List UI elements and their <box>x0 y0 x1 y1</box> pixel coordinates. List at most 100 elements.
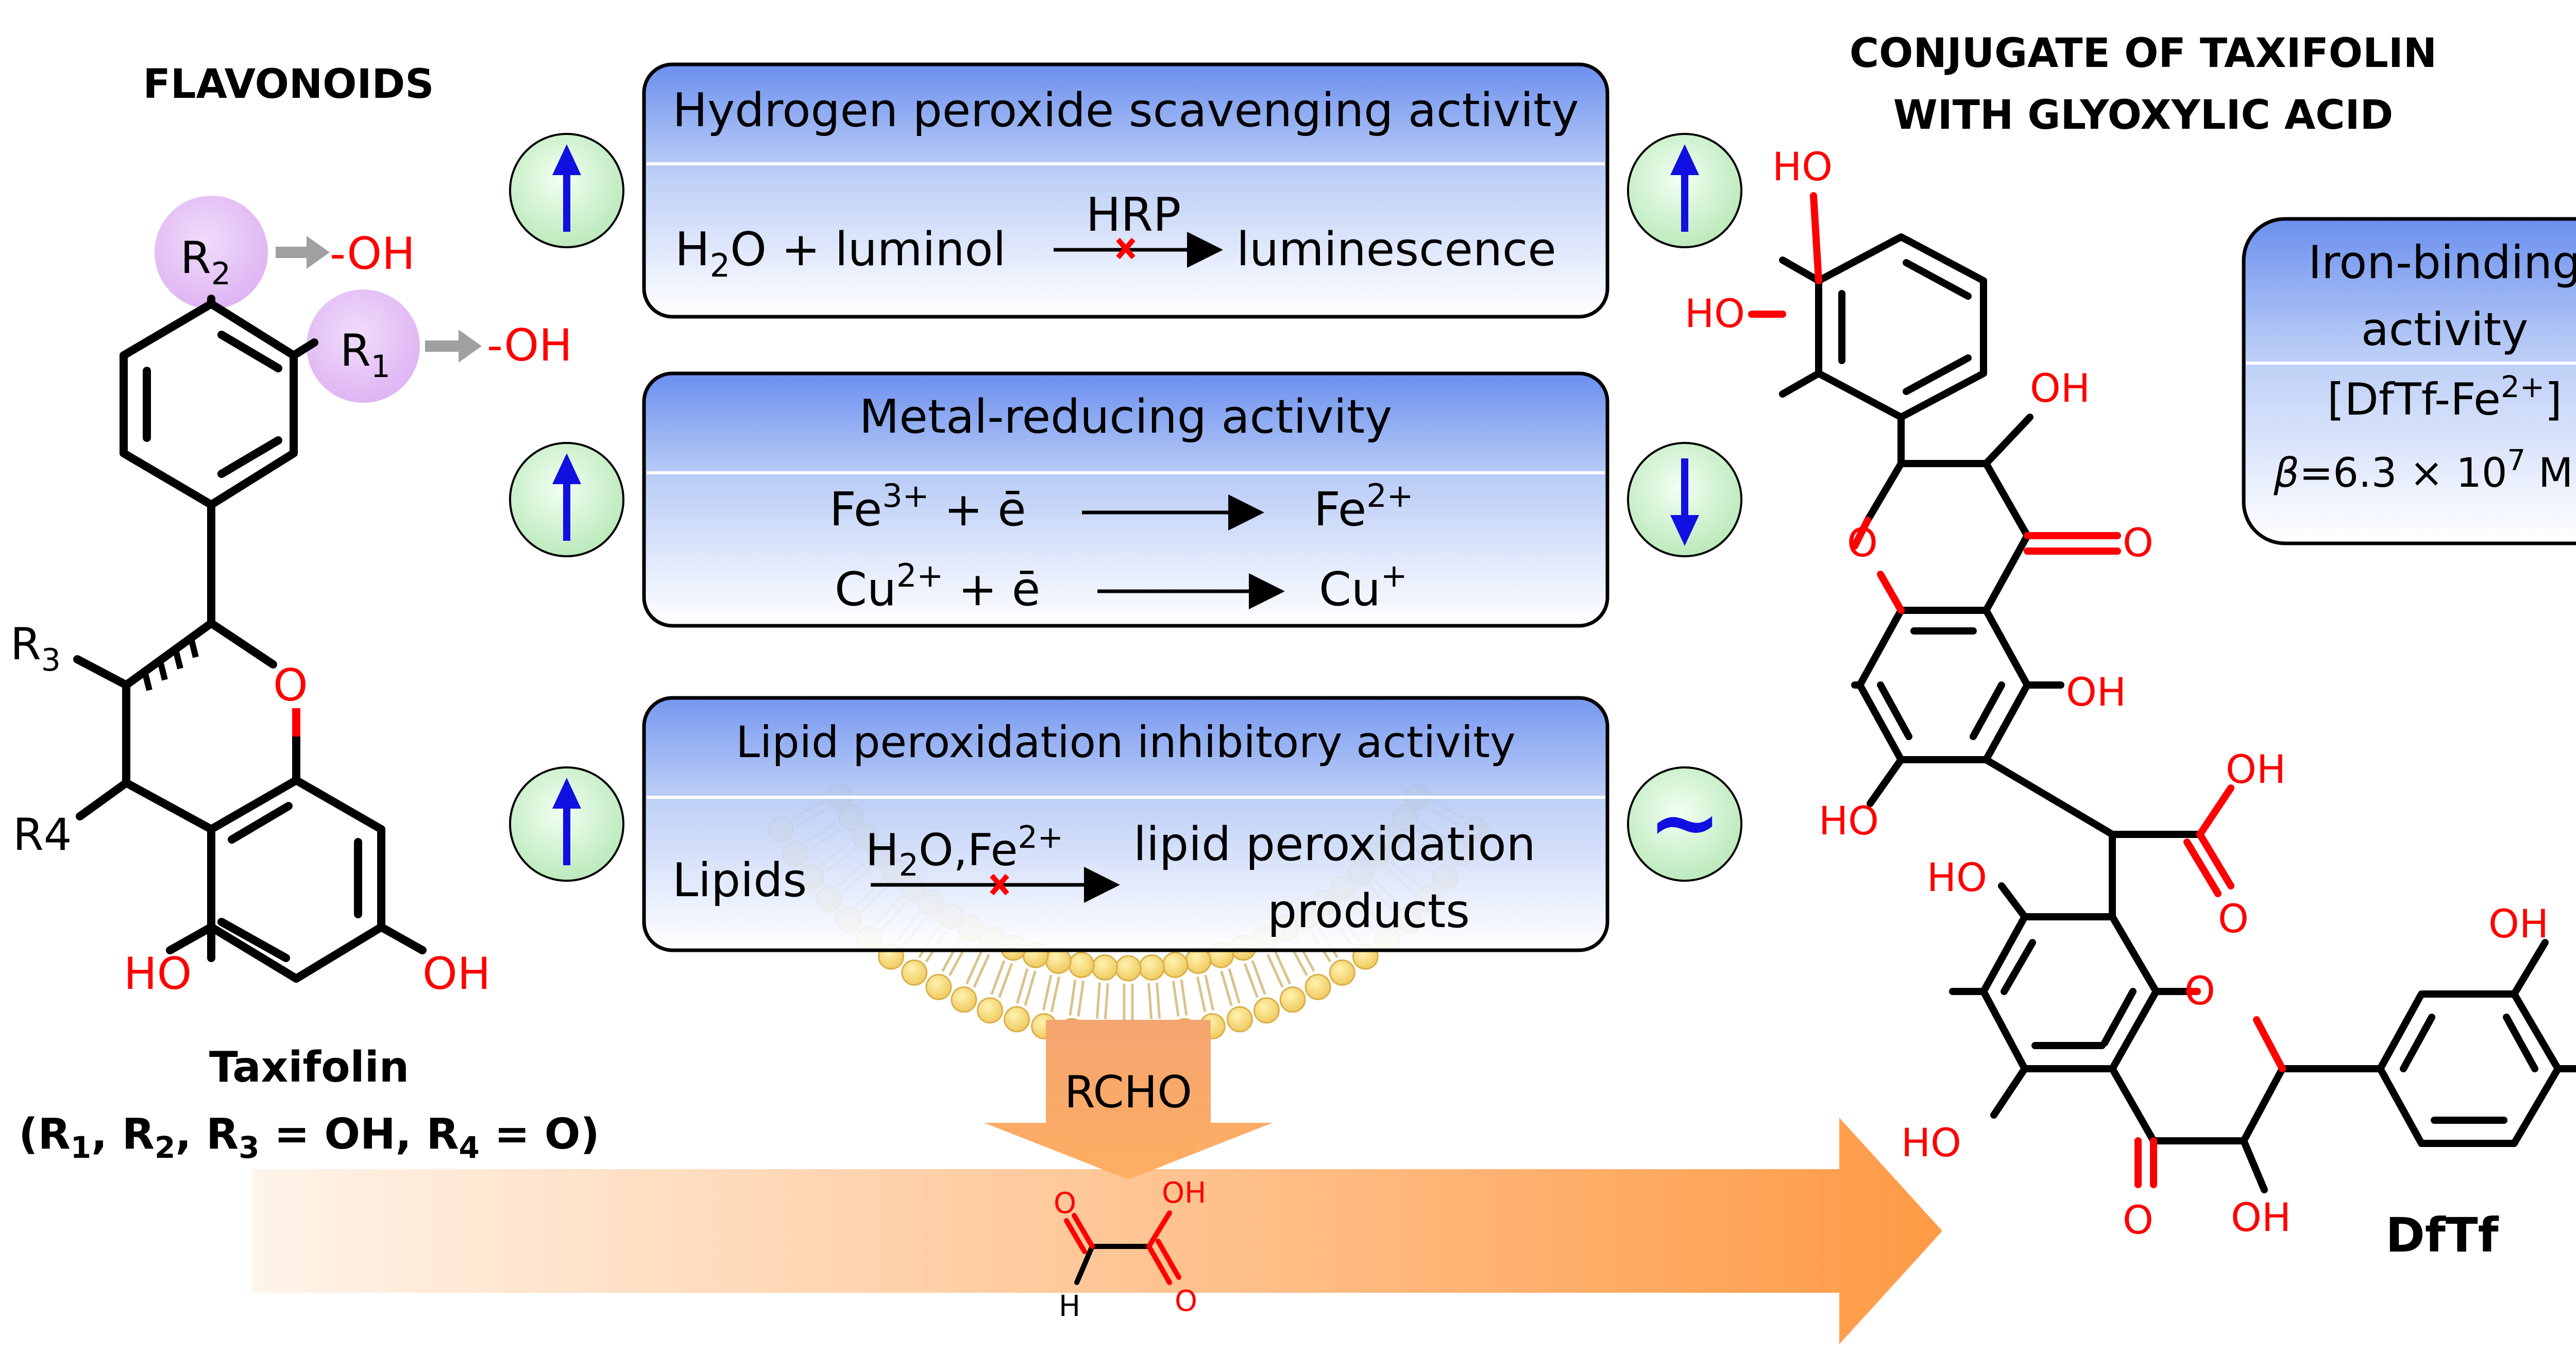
metal-box-title: Metal-reducing activity <box>859 390 1393 444</box>
lipid-head <box>1115 955 1142 982</box>
oh-7: OH <box>422 948 490 1000</box>
lipid-peroxidation-box: Lipid peroxidation inhibitory activity L… <box>642 696 1609 952</box>
dftf-o-ketone-upper: O <box>2123 520 2154 566</box>
lipid-tail <box>1147 983 1153 1019</box>
lipid-tail <box>1095 982 1101 1019</box>
lipid-tail <box>1077 980 1085 1017</box>
dftf-o-ketone-lower: O <box>2123 1197 2154 1243</box>
lipid-head <box>951 986 977 1013</box>
r1-to-oh-arrow <box>425 330 482 363</box>
glyoxylic-o-acid: O <box>1175 1285 1197 1318</box>
glyoxylic-h: H <box>1059 1290 1080 1323</box>
cu-reaction-right: Cu+ <box>1319 557 1408 617</box>
metal-reducing-box: Metal-reducing activity Fe3+ + ē Fe2+ Cu… <box>642 371 1609 628</box>
dftf-ho-7-lower: HO <box>1927 854 1987 900</box>
approx-icon: ~ <box>1648 772 1721 874</box>
indicator-left-2 <box>509 442 624 557</box>
lipid-tail <box>1228 968 1241 1004</box>
lipid-head <box>1068 952 1095 979</box>
dftf-oh-catechol1: OH <box>2488 901 2549 947</box>
r2-oh-label: -OH <box>330 228 415 280</box>
fe-reaction-left: Fe3+ + ē <box>829 477 1026 537</box>
flavonoid-structure <box>73 295 427 983</box>
conjugate-heading-line2: WITH GLYOXYLIC ACID <box>1893 92 2394 139</box>
dftf-o-ring-upper: O <box>1847 520 1878 566</box>
lipid-head <box>1226 1006 1253 1033</box>
lipid-head <box>1091 954 1118 981</box>
h2o2-inhibition-cross <box>1116 237 1136 260</box>
dftf-ho-top2: HO <box>1685 290 1745 336</box>
r1-label: R1 <box>340 325 391 385</box>
r2-to-oh-arrow <box>276 236 330 269</box>
ho-5: HO <box>124 948 192 1000</box>
lipid-head <box>1185 947 1212 974</box>
glyoxylic-acid-structure <box>1064 1210 1181 1285</box>
lipid-tail <box>1243 963 1259 998</box>
lipid-product-line2: products <box>1267 884 1470 938</box>
dftf-cooh-oh: OH <box>2226 746 2286 792</box>
h2o2-box-title: Hydrogen peroxide scavenging activity <box>672 83 1579 138</box>
taxifolin-name: Taxifolin <box>209 1043 409 1092</box>
lipid-head <box>1279 986 1306 1013</box>
lipid-tail <box>1204 974 1215 1011</box>
h2o2-reaction-left: H2O + luminol <box>675 223 1006 284</box>
indicator-left-1 <box>509 133 624 248</box>
lipid-tail <box>1024 970 1037 1006</box>
dftf-ho-7-upper: HO <box>1819 798 1879 844</box>
r2-circle <box>155 196 268 309</box>
ring-oxygen: O <box>273 660 308 711</box>
dftf-oh-c3: OH <box>2030 365 2090 411</box>
dftf-structure <box>1779 233 2576 1193</box>
lipid-tail <box>990 960 1006 995</box>
h2o2-enzyme-label: HRP <box>1086 188 1181 242</box>
lipid-tail <box>973 954 990 988</box>
r1-oh-label: -OH <box>487 320 572 371</box>
iron-binding-line1: Iron-binding <box>2308 236 2576 289</box>
lipid-tail <box>1220 970 1233 1006</box>
lipid-tail <box>1274 950 1292 985</box>
iron-binding-line2: activity <box>2361 303 2528 356</box>
dftf-o-ring-lower: O <box>2184 968 2215 1014</box>
lipid-tail <box>1196 976 1207 1013</box>
taxifolin-formula: (R1, R2, R3 = OH, R4 = O) <box>19 1110 600 1165</box>
r2-label: R2 <box>180 232 231 292</box>
conjugation-arrow <box>252 1118 1942 1344</box>
rcho-label: RCHO <box>1064 1067 1192 1118</box>
fe-reaction-right: Fe2+ <box>1314 477 1414 537</box>
lipid-tail <box>998 963 1013 998</box>
lipid-head <box>1162 952 1189 979</box>
lipid-tail <box>1172 980 1180 1017</box>
lipid-head <box>977 997 1004 1024</box>
lipid-product-line1: lipid peroxidation <box>1133 817 1536 871</box>
c2-c3-dashed-bond <box>141 636 199 691</box>
lipid-tail <box>1104 983 1109 1019</box>
lipid-head <box>1253 997 1280 1024</box>
iron-binding-box: Iron-binding activity [DfTf-Fe2+] β=6.3 … <box>2242 217 2576 545</box>
lipid-head <box>901 959 928 986</box>
lipid-box-title: Lipid peroxidation inhibitory activity <box>736 717 1515 767</box>
indicator-right-1 <box>1627 133 1742 248</box>
conjugate-heading-line1: CONJUGATE OF TAXIFOLIN <box>1850 30 2437 77</box>
lipid-tail <box>1266 954 1284 988</box>
lipid-head <box>1139 954 1165 981</box>
lipid-head <box>1329 959 1355 986</box>
dftf-ho-top1: HO <box>1772 144 1833 190</box>
beta-constant: β=6.3 × 107 M−1 <box>2273 444 2576 497</box>
lipid-tail <box>1156 982 1161 1019</box>
lipid-tail <box>965 950 983 985</box>
lipid-inhibition-cross <box>990 874 1009 896</box>
lipid-head <box>1045 947 1072 974</box>
lipid-head <box>1304 973 1331 1000</box>
glyoxylic-o-aldehyde: O <box>1054 1187 1076 1220</box>
h2o2-scavenging-box: Hydrogen peroxide scavenging activity H2… <box>642 62 1609 319</box>
lipid-tail <box>1042 974 1053 1011</box>
lipid-tail <box>1251 960 1266 995</box>
indicator-right-2 <box>1627 442 1742 557</box>
lipid-reaction-reagents: H2O,Fe2+ <box>866 819 1063 883</box>
r3-label: R3 <box>10 619 61 678</box>
dftf-name: DfTf <box>2385 1208 2499 1263</box>
lipid-reaction-left: Lipids <box>672 853 807 908</box>
indicator-left-3 <box>509 766 624 882</box>
lipid-tail <box>1015 968 1029 1004</box>
dftf-cooh-o: O <box>2218 896 2249 942</box>
